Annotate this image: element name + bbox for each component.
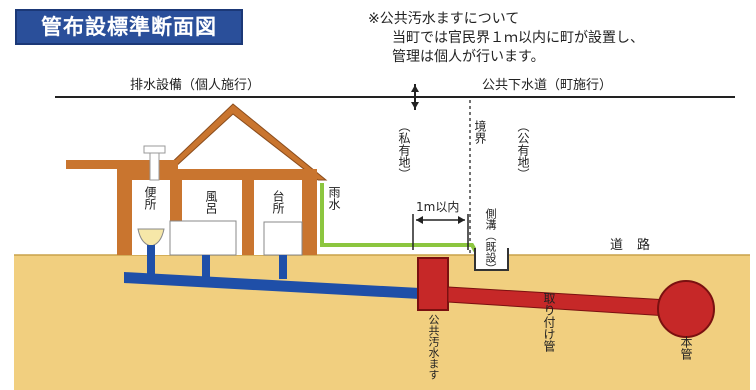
public-land-label: （公有地） (516, 120, 530, 180)
vent-pipe (149, 149, 160, 181)
bathtub (169, 220, 237, 256)
section-private-label: 排水設備（個人施行） (130, 78, 261, 93)
vent-cap (143, 145, 166, 154)
house-roof (164, 103, 328, 181)
within-1m-label: 1m以内 (416, 200, 460, 214)
toilet-label: 便所 (143, 186, 157, 210)
connection-pipe-label: 取り付け管 (542, 292, 556, 352)
drain-riser-toilet (147, 245, 155, 278)
kitchen-label: 台所 (271, 190, 285, 214)
dimension-arrow-left (416, 216, 423, 224)
note-line-1: ※公共汚水ますについて (368, 11, 520, 27)
drain-pipes (124, 245, 420, 299)
section-public-label: 公共下水道（町施行） (482, 78, 613, 93)
bath-label: 風呂 (204, 190, 218, 214)
section-divider-arrow-up (411, 85, 419, 92)
page-title: 管布設標準断面図 (15, 9, 243, 45)
manhole-label: 公共汚水ます (427, 314, 440, 380)
note-line-3: 管理は個人が行います。 (392, 49, 545, 65)
rain-pipe (320, 183, 478, 253)
public-manhole (417, 257, 449, 311)
main-pipe-label: 本管 (679, 336, 693, 360)
drain-main (124, 272, 420, 299)
kitchen-sink (263, 221, 303, 256)
house (66, 103, 328, 256)
section-divider-arrow-down (411, 102, 419, 109)
private-land-label: （私有地） (397, 120, 411, 180)
note-line-2: 当町では官民界１ｍ以内に町が設置し、 (392, 30, 644, 46)
main-sewer-pipe (657, 280, 715, 338)
gutter-label: 側溝（既設） (484, 208, 497, 274)
drain-riser-bath (202, 255, 210, 278)
boundary-label: 境界 (473, 120, 487, 144)
side-gutter (474, 248, 509, 271)
house-eave-left (66, 160, 178, 169)
road-label: 道路 (610, 238, 665, 253)
dimension-arrow-right (458, 216, 465, 224)
drain-riser-kitchen (279, 255, 287, 279)
rain-label: 雨水 (327, 186, 341, 210)
